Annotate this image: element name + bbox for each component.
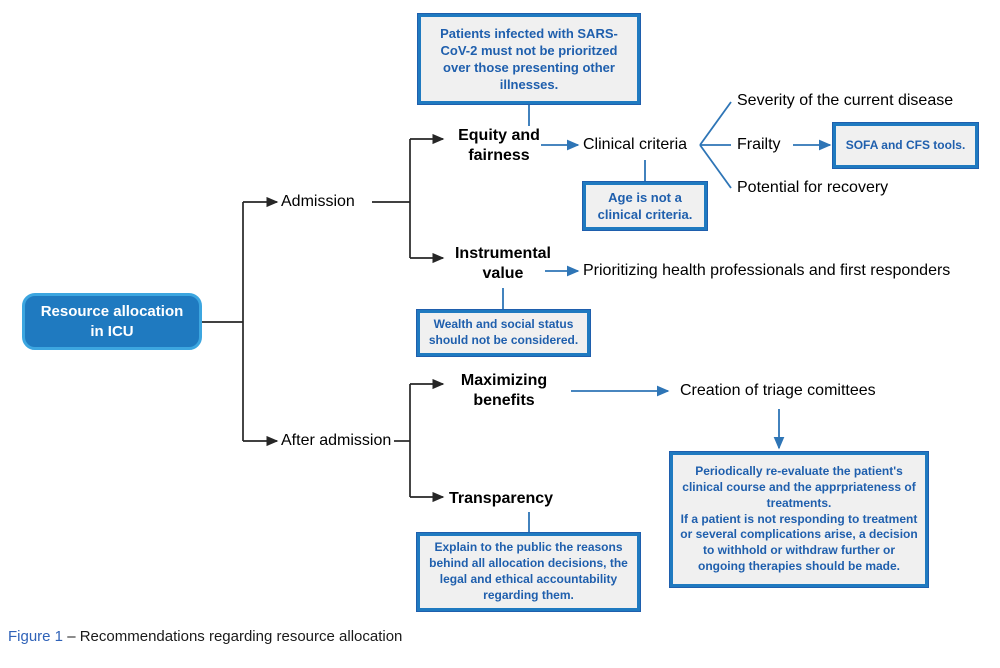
note-box-wealth-social-status[interactable]: Wealth and social status should not be c… [416, 309, 591, 357]
node-frailty-label: Frailty [737, 136, 781, 153]
root-node-resource-allocation[interactable]: Resource allocation in ICU [22, 293, 202, 350]
branch-admission-label: Admission [281, 193, 355, 210]
node-clinical-criteria[interactable]: Clinical criteria [583, 136, 687, 154]
figure-caption: Figure 1 – Recommendations regarding res… [8, 628, 402, 645]
principle-maximizing-benefits[interactable]: Maximizing benefits [449, 371, 559, 411]
node-prioritizing-health-professionals[interactable]: Prioritizing health professionals and fi… [583, 262, 950, 280]
note-box-age-not-criteria-text: Age is not a clinical criteria. [597, 189, 693, 222]
node-severity-label: Severity of the current disease [737, 92, 954, 109]
principle-transparency-label: Transparency [449, 490, 554, 507]
branch-after-admission-label: After admission [281, 432, 392, 449]
principle-maximizing-label: Maximizing benefits [460, 372, 548, 409]
principle-equity-label: Equity and fairness [458, 127, 540, 164]
note-box-sars-priority[interactable]: Patients infected with SARS-CoV-2 must n… [417, 13, 641, 105]
node-frailty[interactable]: Frailty [737, 136, 781, 154]
node-potential-for-recovery[interactable]: Potential for recovery [737, 179, 888, 197]
figure-caption-text: Recommendations regarding resource alloc… [79, 628, 403, 645]
note-box-sofa-cfs-text: SOFA and CFS tools. [845, 137, 966, 152]
note-box-sars-priority-text: Patients infected with SARS-CoV-2 must n… [440, 25, 618, 93]
node-prioritizing-label: Prioritizing health professionals and fi… [583, 262, 951, 279]
node-potential-recovery-label: Potential for recovery [737, 179, 889, 196]
note-box-re-evaluate-text: Periodically re-evaluate the patient's c… [680, 464, 918, 574]
node-triage-committees-label: Creation of triage comittees [680, 382, 876, 399]
figure-number: Figure 1 [8, 628, 64, 645]
note-box-transparency-explain-text: Explain to the public the reasons behind… [429, 540, 628, 602]
node-severity-current-disease[interactable]: Severity of the current disease [737, 92, 953, 110]
principle-instrumental-label: Instrumental value [454, 245, 551, 282]
note-box-wealth-status-text: Wealth and social status should not be c… [428, 317, 579, 347]
root-node-label: Resource allocation in ICU [40, 303, 184, 340]
note-box-re-evaluate-patient[interactable]: Periodically re-evaluate the patient's c… [669, 451, 929, 588]
figure-caption-dash: – [63, 628, 80, 645]
branch-admission[interactable]: Admission [281, 193, 355, 211]
principle-instrumental-value[interactable]: Instrumental value [449, 244, 557, 284]
branch-after-admission[interactable]: After admission [281, 432, 391, 450]
node-clinical-criteria-label: Clinical criteria [583, 136, 688, 153]
note-box-age-not-criteria[interactable]: Age is not a clinical criteria. [582, 181, 708, 231]
principle-transparency[interactable]: Transparency [449, 489, 569, 509]
note-box-transparency-explain[interactable]: Explain to the public the reasons behind… [416, 532, 641, 612]
node-creation-triage-committees[interactable]: Creation of triage comittees [680, 382, 876, 400]
principle-equity-and-fairness[interactable]: Equity and fairness [449, 126, 549, 166]
note-box-sofa-cfs-tools[interactable]: SOFA and CFS tools. [832, 122, 979, 169]
